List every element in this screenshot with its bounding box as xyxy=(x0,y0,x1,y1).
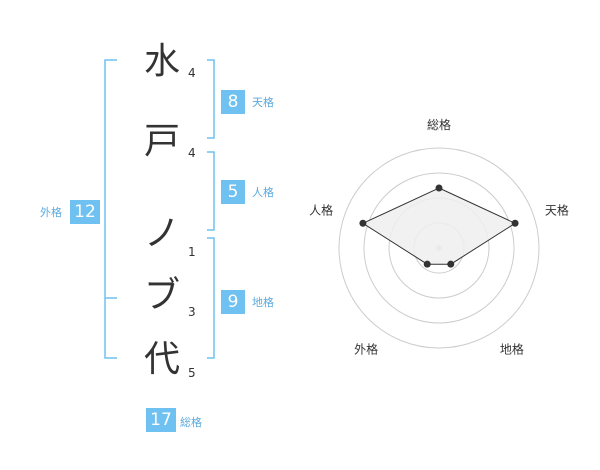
radar-axis-label-1: 総格 xyxy=(427,117,451,132)
ten-kaku-label: 天格 xyxy=(252,96,274,109)
jin-kaku-label: 人格 xyxy=(252,186,274,199)
stroke-count-2: 4 xyxy=(188,146,196,160)
radar-point-5 xyxy=(359,219,367,227)
gai-kaku-badge: 12 xyxy=(70,200,100,224)
grouping-brackets xyxy=(104,59,215,359)
radar-point-4 xyxy=(423,260,431,268)
stroke-count-4: 3 xyxy=(188,305,196,319)
chi-kaku-label: 地格 xyxy=(252,296,274,309)
gai-kaku-label: 外格 xyxy=(40,206,62,219)
stroke-count-3: 1 xyxy=(188,245,196,259)
radar-ring-4 xyxy=(338,147,540,349)
radar-axis-label-2: 天格 xyxy=(545,203,569,218)
radar-axis-label-3: 地格 xyxy=(500,341,524,356)
radar-point-3 xyxy=(447,260,455,268)
radar-axis-label-4: 外格 xyxy=(354,341,378,356)
chi-kaku-badge: 9 xyxy=(221,290,245,314)
radar-ring-3 xyxy=(363,172,515,324)
chi-bracket xyxy=(207,237,215,359)
name-char-4: ブ xyxy=(143,275,180,316)
radar-axis-label-5: 人格 xyxy=(309,203,333,218)
sou-kaku-badge: 17 xyxy=(146,408,176,432)
stroke-count-5: 5 xyxy=(188,366,196,380)
radar-point-1 xyxy=(435,184,443,192)
name-char-1: 水 xyxy=(143,41,180,82)
radar-polygon xyxy=(361,187,517,265)
jin-bracket xyxy=(207,151,215,231)
name-char-3: ノ xyxy=(143,213,180,254)
outer-bracket xyxy=(104,59,117,359)
sou-kaku-label: 総格 xyxy=(180,416,202,429)
name-char-5: 代 xyxy=(143,339,180,380)
radar-point-2 xyxy=(511,219,519,227)
name-char-2: 戸 xyxy=(143,121,180,162)
ten-bracket xyxy=(207,59,215,139)
stroke-count-1: 4 xyxy=(188,66,196,80)
jin-kaku-badge: 5 xyxy=(221,180,245,204)
ten-kaku-badge: 8 xyxy=(221,90,245,114)
